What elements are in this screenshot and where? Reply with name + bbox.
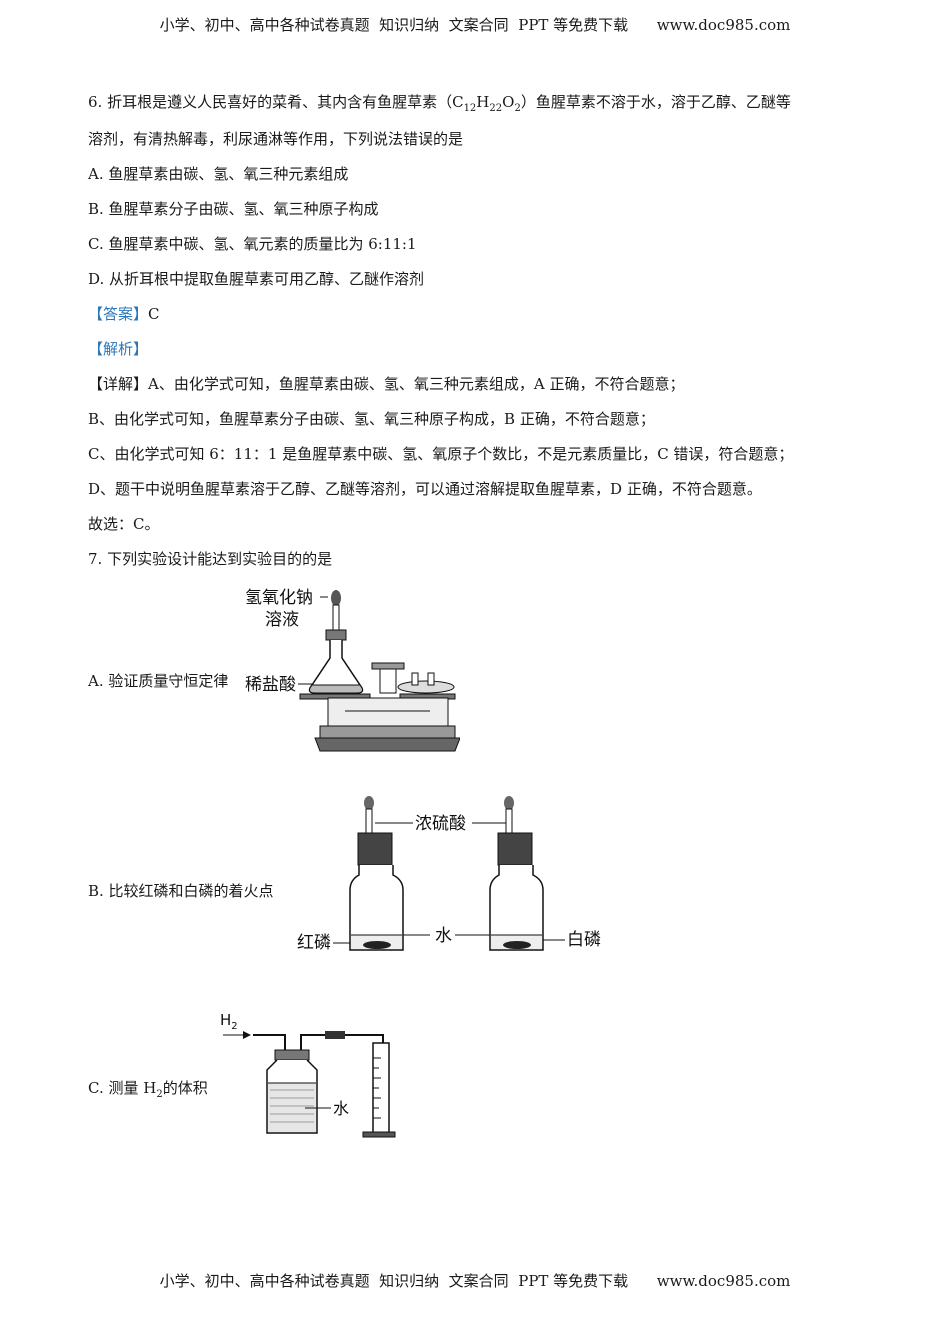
- page-footer: 小学、初中、高中各种试卷真题 知识归纳 文案合同 PPT 等免费下载 www.d…: [159, 1272, 791, 1290]
- q6-option-c: C. 鱼腥草素中碳、氢、氧元素的质量比为 6:11:1: [88, 235, 417, 253]
- label-water-c: 水: [333, 1099, 349, 1118]
- label-naoh: 氢氧化钠: [245, 588, 313, 608]
- label-solution: 溶液: [265, 610, 299, 630]
- answer-tag: 【答案】: [88, 305, 149, 323]
- bottle-right: [489, 796, 544, 951]
- q7-stem: 7. 下列实验设计能达到实验目的的是: [88, 550, 333, 568]
- q6-analysis-tag: 【解析】: [88, 340, 149, 358]
- figure-c-h2-volume-apparatus: H2 水: [220, 1011, 396, 1138]
- label-red-phosphorus: 红磷: [297, 933, 331, 953]
- q6-stem-line1: 6. 折耳根是遵义人民喜好的菜肴、其内含有鱼腥草素（C12H22O2）鱼腥草素不…: [88, 93, 791, 114]
- label-white-phosphorus: 白磷: [567, 930, 601, 950]
- figure-b-phosphorus-apparatus: 浓硫酸 水 红磷 白磷: [297, 796, 601, 953]
- q6-detail-d: D、题干中说明鱼腥草素溶于乙醇、乙醚等溶剂，可以通过溶解提取鱼腥草素，D 正确，…: [88, 480, 762, 498]
- q6-detail-a: 【详解】A、由化学式可知，鱼腥草素由碳、氢、氧三种元素组成，A 正确，不符合题意…: [88, 375, 685, 393]
- q6-option-b: B. 鱼腥草素分子由碳、氢、氧三种原子构成: [88, 200, 379, 218]
- q7-option-a: A. 验证质量守恒定律: [88, 672, 229, 690]
- q7-option-c: C. 测量 H2的体积: [88, 1079, 208, 1100]
- label-conc-h2so4: 浓硫酸: [415, 814, 466, 834]
- bottle-left: [349, 796, 404, 951]
- q6-option-d: D. 从折耳根中提取鱼腥草素可用乙醇、乙醚作溶剂: [88, 270, 425, 288]
- q6-detail-b: B、由化学式可知，鱼腥草素分子由碳、氢、氧三种原子构成，B 正确，不符合题意；: [88, 410, 655, 428]
- label-h2: H2: [220, 1011, 238, 1032]
- q6-detail-c: C、由化学式可知 6：11：1 是鱼腥草素中碳、氢、氧原子个数比，不是元素质量比…: [88, 445, 794, 463]
- figure-a-balance-apparatus: 氢氧化钠 溶液 稀盐酸: [245, 588, 460, 752]
- label-water: 水: [435, 926, 452, 946]
- q6-conclusion: 故选：C。: [88, 515, 160, 533]
- q6-option-a: A. 鱼腥草素由碳、氢、氧三种元素组成: [88, 165, 349, 183]
- label-dilute-hcl: 稀盐酸: [245, 675, 296, 695]
- q6-answer: 【答案】C: [88, 305, 160, 323]
- q6-stem-line2: 溶剂，有清热解毒，利尿通淋等作用，下列说法错误的是: [88, 130, 464, 148]
- q7-option-b: B. 比较红磷和白磷的着火点: [88, 882, 274, 900]
- page-header: 小学、初中、高中各种试卷真题 知识归纳 文案合同 PPT 等免费下载 www.d…: [159, 16, 791, 34]
